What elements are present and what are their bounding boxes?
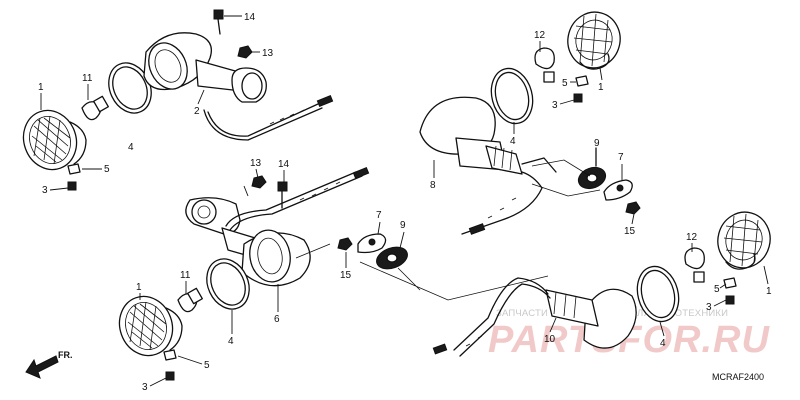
ring-bottom-right <box>636 265 680 323</box>
bulb-bottom-right <box>684 247 705 283</box>
part-number: 15 <box>340 270 352 281</box>
part-number: 3 <box>706 302 712 313</box>
part-number: 13 <box>262 48 274 59</box>
lens-bottom-right <box>717 211 771 270</box>
part-number: 2 <box>194 106 200 117</box>
grommet-center-9 <box>376 246 408 270</box>
nut-center-15 <box>337 237 353 251</box>
bulb-top-left <box>81 95 109 121</box>
part-number: 8 <box>430 180 436 191</box>
plate-right-7 <box>603 179 633 201</box>
socket-top-right <box>573 75 589 103</box>
part-number: 12 <box>534 30 546 41</box>
part-number: 11 <box>180 270 191 281</box>
part-number: 4 <box>228 336 234 347</box>
part-number: 1 <box>136 282 142 293</box>
callouts: 1 11 4 5 3 2 14 13 12 5 3 1 4 8 9 7 15 1… <box>38 12 772 393</box>
part-number: 4 <box>510 136 516 147</box>
part-number: 9 <box>594 138 600 149</box>
part-number: 3 <box>552 100 558 111</box>
part-number: 6 <box>274 314 280 325</box>
part-number: 4 <box>660 338 666 349</box>
part-number: 4 <box>128 142 134 153</box>
housing-top-left <box>143 32 334 141</box>
part-number: 5 <box>562 78 568 89</box>
part-number: 3 <box>142 382 148 393</box>
socket-bottom-left <box>163 349 177 381</box>
part-number: 5 <box>204 360 210 371</box>
part-number: 3 <box>42 185 48 196</box>
part-number: 9 <box>400 220 406 231</box>
plate-center-7 <box>357 233 387 254</box>
bolt-mid-14 <box>277 181 288 209</box>
part-number: 14 <box>244 12 256 23</box>
bulb-bottom-left <box>177 287 203 313</box>
ring-top-right <box>490 67 534 125</box>
housing-right <box>419 96 557 235</box>
part-number: 5 <box>104 164 110 175</box>
part-number: 7 <box>376 210 382 221</box>
part-number: 10 <box>544 334 556 345</box>
part-number: 1 <box>38 82 44 93</box>
ring-bottom-left <box>206 258 250 310</box>
lens-bottom-left <box>118 295 183 357</box>
socket-bottom-right <box>723 277 737 305</box>
part-number: 7 <box>618 152 624 163</box>
nut-top-left-13 <box>237 45 253 59</box>
lens-top-right <box>567 11 621 70</box>
part-number: 11 <box>82 73 93 84</box>
part-number: 13 <box>250 158 262 169</box>
part-number: 12 <box>686 232 698 243</box>
ring-top-left <box>108 62 152 114</box>
bolt-top-left-14 <box>213 9 224 35</box>
part-number: 5 <box>714 284 720 295</box>
part-number: 1 <box>766 286 772 297</box>
front-label: FR. <box>58 350 73 360</box>
housing-bottom-right <box>432 277 637 357</box>
socket-top-left <box>67 163 81 191</box>
bolt-mid-13 <box>251 175 267 189</box>
diagram-code: MCRAF2400 <box>712 372 764 382</box>
front-direction-arrow-icon: FR. <box>25 350 73 379</box>
nut-right-15 <box>625 201 641 215</box>
part-number: 15 <box>624 226 636 237</box>
bulb-top-right <box>534 47 555 83</box>
part-number: 1 <box>598 82 604 93</box>
part-number: 14 <box>278 159 290 170</box>
lens-top-left <box>22 109 87 171</box>
housing-mid-left <box>185 166 370 287</box>
